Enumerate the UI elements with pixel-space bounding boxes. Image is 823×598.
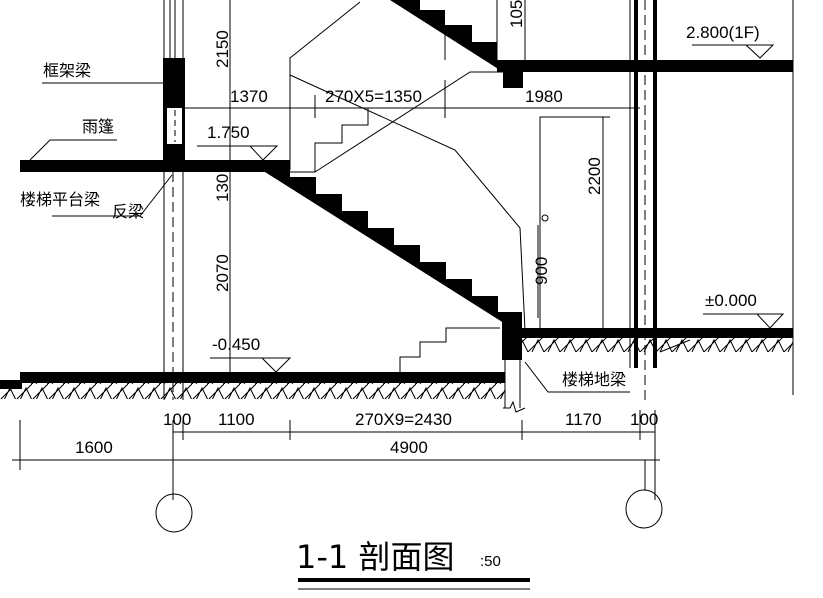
dim-1100: 1100 xyxy=(218,410,255,429)
elevation-landing: 1.750 xyxy=(197,123,279,161)
ground-slab xyxy=(520,328,793,338)
left-column xyxy=(163,0,185,400)
soil-hatch xyxy=(0,383,505,399)
dim-105: 105 xyxy=(507,0,526,28)
dim-2070: 2070 xyxy=(213,254,232,292)
upper-stair-flight xyxy=(390,0,503,72)
lower-slab xyxy=(20,372,505,383)
label-landing-beam: 楼梯平台梁 xyxy=(20,190,100,209)
dim-1600: 1600 xyxy=(75,438,113,457)
axis-bubble-right xyxy=(625,489,663,529)
dim-2150: 2150 xyxy=(213,30,232,68)
elevation-1f-text: 2.800(1F) xyxy=(686,23,760,42)
elevation-ground: ±0.000 xyxy=(703,291,785,329)
dim-1370: 1370 xyxy=(230,87,268,106)
label-canopy: 雨篷 xyxy=(82,117,114,136)
elevation-lower-text: -0.450 xyxy=(212,335,260,354)
dim-1170: 1170 xyxy=(565,410,602,429)
dim-900: 900 xyxy=(532,257,551,285)
dim-100-right: 100 xyxy=(630,410,658,429)
dim-4900: 4900 xyxy=(390,438,428,457)
elevation-lower: -0.450 xyxy=(210,335,292,373)
lower-stair-flight xyxy=(265,172,522,330)
stair-ground-beam xyxy=(502,312,522,360)
elevation-landing-text: 1.750 xyxy=(207,123,250,142)
label-frame-beam: 框架梁 xyxy=(43,61,91,80)
axis-bubble-left xyxy=(155,493,193,533)
dim-130: 130 xyxy=(213,174,232,202)
stair-outlines xyxy=(289,1,526,372)
dim-2200: 2200 xyxy=(585,157,604,195)
drawing-scale: :50 xyxy=(480,553,501,570)
dim-lower-flight: 270X9=2430 xyxy=(355,410,452,429)
elevation-1f: 2.800(1F) xyxy=(686,23,775,59)
label-ground-beam: 楼梯地梁 xyxy=(562,370,626,389)
canopy-slab xyxy=(20,160,290,172)
soil-hatch-right xyxy=(522,338,793,352)
dim-1980: 1980 xyxy=(525,87,563,106)
elevation-ground-text: ±0.000 xyxy=(705,291,757,310)
dim-upper-flight: 270X5=1350 xyxy=(325,87,422,106)
dim-100-left: 100 xyxy=(163,410,191,429)
label-inverted-beam: 反梁 xyxy=(112,202,144,221)
drawing-title: 1-1 剖面图 xyxy=(296,538,454,576)
